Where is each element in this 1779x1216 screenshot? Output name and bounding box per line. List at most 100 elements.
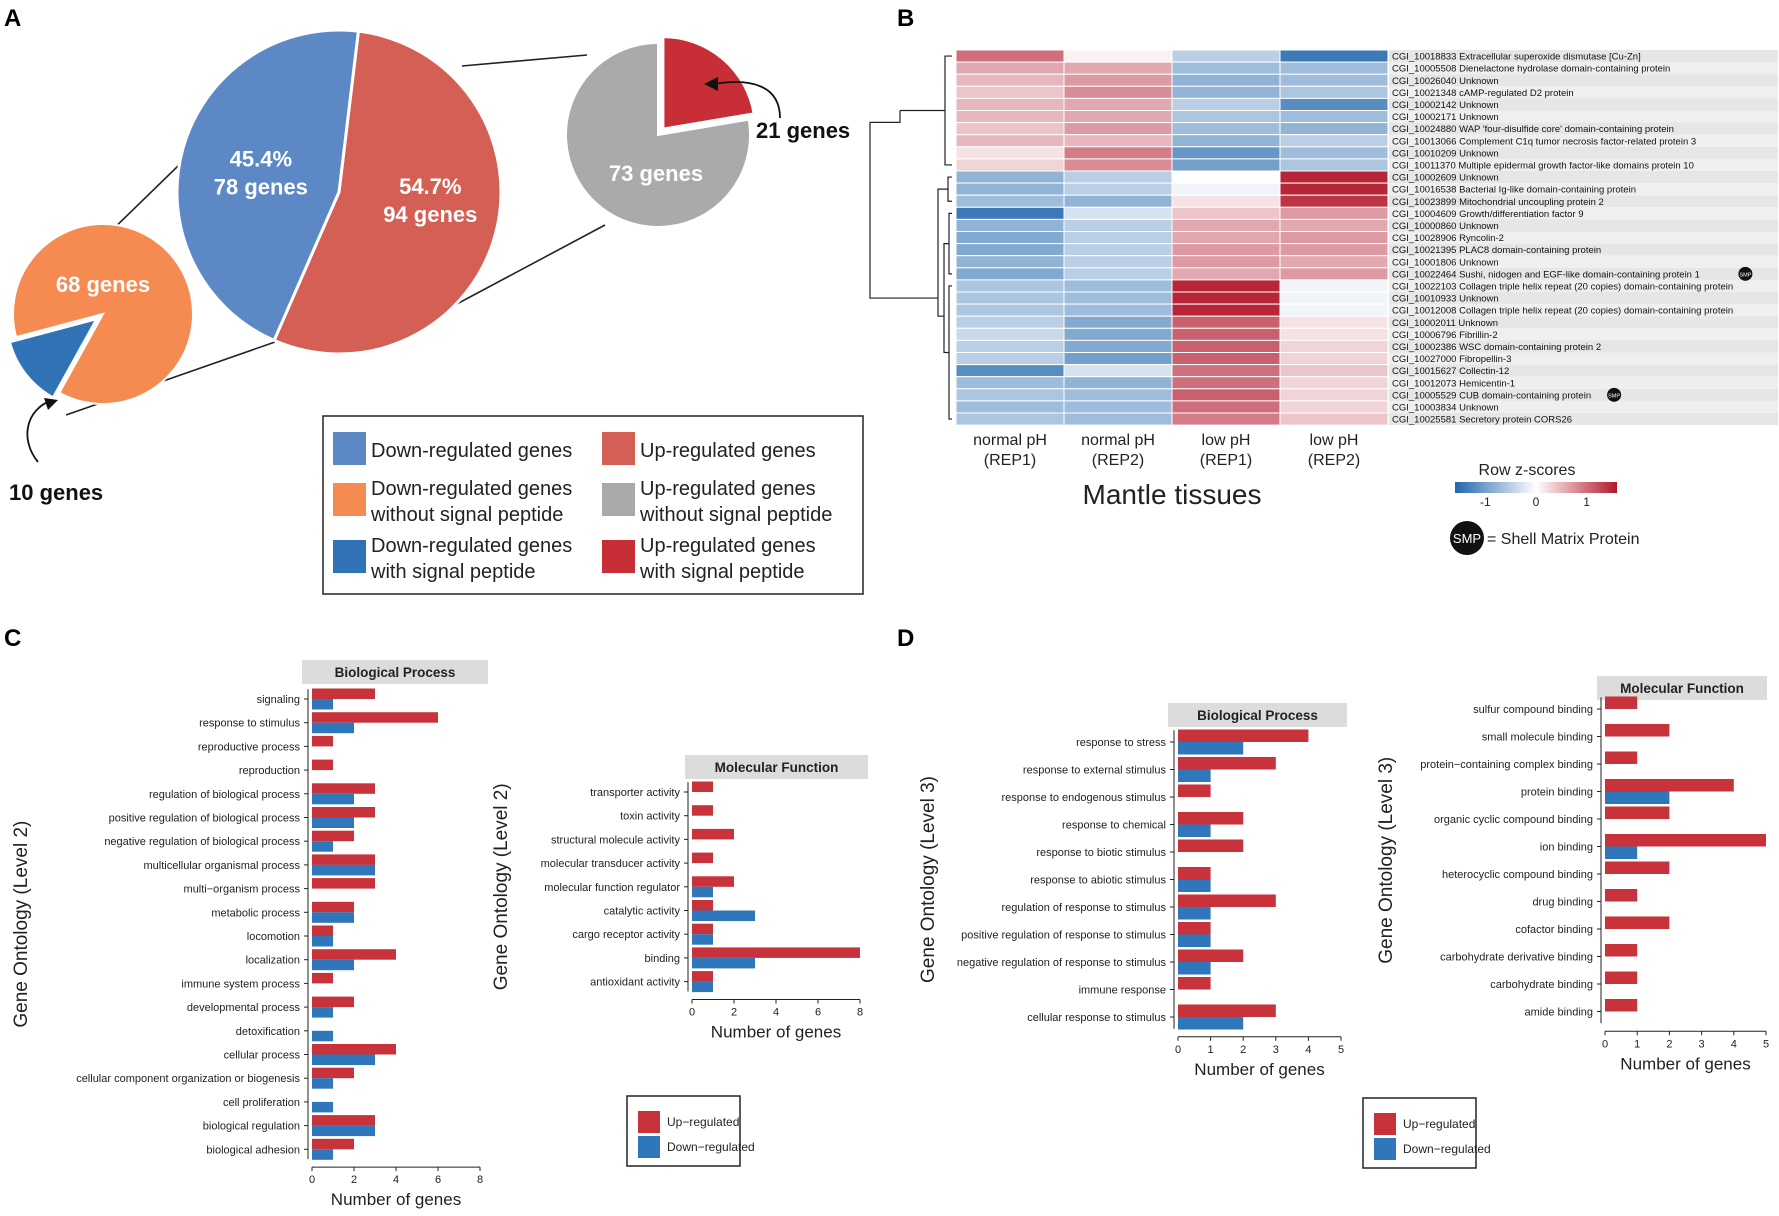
heatmap-cell (1279, 400, 1389, 414)
heatmap-cell (1279, 134, 1389, 148)
bar-up-regulated (1178, 922, 1211, 935)
bar-chart-x-tick-label: 0 (689, 1006, 695, 1018)
heatmap-cell (1279, 388, 1389, 402)
bar-up-regulated (312, 1115, 375, 1126)
heatmap-cell (1171, 49, 1281, 63)
heatmap-cell (955, 206, 1065, 220)
pie-slice-down-regulated (175, 28, 361, 343)
bar-up-regulated (312, 1067, 354, 1079)
heatmap-row-label-bg (1389, 158, 1778, 171)
pie-label-up-percent: 54.7% (399, 174, 461, 199)
bar-category-label: molecular function regulator (544, 882, 680, 894)
heatmap-cell (955, 243, 1065, 257)
bar-legend-swatch-down (638, 1136, 660, 1158)
bar-down-regulated (692, 886, 713, 898)
heatmap-cell (1171, 315, 1281, 329)
bar-legend-swatch-up (1374, 1113, 1396, 1135)
bar-category-label: carbohydrate binding (1490, 979, 1593, 991)
bar-chart-x-tick-label: 4 (773, 1006, 779, 1018)
pie-legend-swatch (602, 540, 635, 573)
heatmap-cell (1063, 352, 1173, 366)
heatmap-cell (1279, 243, 1389, 257)
bar-chart-x-tick-label: 1 (1208, 1044, 1214, 1056)
bar-category-label: cellular response to stimulus (1027, 1012, 1166, 1024)
bar-up-regulated (1605, 806, 1670, 819)
bar-category-label: response to chemical (1062, 820, 1166, 832)
heatmap-cell (1063, 146, 1173, 160)
arrow-21-genes (713, 81, 781, 119)
bar-up-regulated (1605, 889, 1638, 902)
bar-category-label: toxin activity (620, 811, 680, 823)
heatmap-row-label: CGI_10011370 Multiple epidermal growth f… (1392, 161, 1694, 172)
bar-category-label: cargo receptor activity (572, 929, 680, 941)
heatmap-cell (1171, 158, 1281, 172)
heatmap-cell (1279, 303, 1389, 317)
bar-category-label: developmental process (187, 1002, 301, 1014)
heatmap-row-label: CGI_10027000 Fibropellin-3 (1392, 354, 1511, 365)
heatmap-cell (1279, 61, 1389, 75)
bar-category-label: regulation of response to stimulus (1002, 902, 1167, 914)
bar-down-regulated (312, 1030, 333, 1042)
bar-category-label: ion binding (1540, 842, 1593, 854)
pie-legend-label: Down-regulated genes (371, 478, 572, 500)
heatmap-cell (1279, 158, 1389, 172)
bar-chart-title: Molecular Function (1620, 681, 1744, 696)
bar-down-regulated (312, 1101, 333, 1113)
bar-up-regulated (312, 735, 333, 747)
bar-up-regulated (312, 830, 354, 842)
pie-legend-label: without signal peptide (639, 504, 832, 526)
heatmap-row-label-bg (1389, 122, 1778, 135)
heatmap-cell (1063, 364, 1173, 378)
heatmap-cell (1063, 170, 1173, 184)
heatmap-column-label: (REP2) (1308, 452, 1360, 469)
heatmap-cell (1063, 315, 1173, 329)
bar-up-regulated (1178, 949, 1244, 962)
bar-up-regulated (312, 783, 375, 794)
bar-category-label: cellular component organization or bioge… (76, 1073, 300, 1085)
heatmap-cell (1171, 134, 1281, 148)
heatmap-cell (1063, 73, 1173, 87)
heatmap-cell (955, 255, 1065, 269)
heatmap-cell (1063, 158, 1173, 172)
heatmap-cell (1171, 376, 1281, 390)
heatmap-column-label: (REP1) (984, 452, 1036, 469)
bar-chart-x-tick-label: 2 (731, 1006, 737, 1018)
bar-category-label: response to abiotic stimulus (1030, 875, 1166, 887)
bar-up-regulated (312, 759, 333, 771)
bar-down-regulated (312, 1125, 375, 1137)
heatmap-row-label: CGI_10016538 Bacterial Ig-like domain-co… (1392, 185, 1636, 196)
bar-down-regulated (692, 981, 713, 993)
bar-chart-x-tick-label: 0 (1175, 1044, 1181, 1056)
heatmap-row-label-bg (1389, 62, 1778, 75)
bar-category-label: localization (246, 955, 300, 967)
pie-slice-down-with-signal-peptide (8, 316, 100, 400)
color-key-tick: 0 (1533, 495, 1540, 509)
heatmap-xlabel: Mantle tissues (1083, 479, 1262, 510)
bar-up-regulated (1605, 861, 1670, 874)
heatmap-cell (1279, 206, 1389, 220)
heatmap-cell (955, 352, 1065, 366)
bar-category-label: negative regulation of biological proces… (104, 836, 300, 848)
heatmap-row-label: CGI_10002386 WSC domain-containing prote… (1392, 342, 1601, 353)
heatmap-cell (1279, 279, 1389, 293)
bar-up-regulated (692, 876, 734, 887)
bar-chart-x-tick-label: 4 (1305, 1044, 1311, 1056)
heatmap-cell (955, 170, 1065, 184)
bar-up-regulated (1178, 812, 1244, 825)
heatmap-row-label: CGI_10002142 Unknown (1392, 100, 1499, 111)
bar-category-label: cell proliferation (223, 1097, 300, 1109)
heatmap-column-label: normal pH (973, 432, 1047, 449)
bar-category-label: response to biotic stimulus (1036, 847, 1166, 859)
heatmap-column-label: low pH (1310, 432, 1359, 449)
heatmap-row-label: CGI_10025581 Secretory protein CORS26 (1392, 415, 1572, 426)
bar-chart-x-tick-label: 6 (435, 1174, 441, 1186)
heatmap-row-label: CGI_10005529 CUB domain-containing prote… (1392, 390, 1591, 401)
bar-category-label: cellular process (224, 1050, 301, 1062)
heatmap-cell (1279, 364, 1389, 378)
heatmap-cell (1063, 85, 1173, 99)
bar-down-regulated (312, 936, 333, 947)
bar-chart-x-tick-label: 5 (1338, 1044, 1344, 1056)
bar-up-regulated (1605, 944, 1638, 957)
